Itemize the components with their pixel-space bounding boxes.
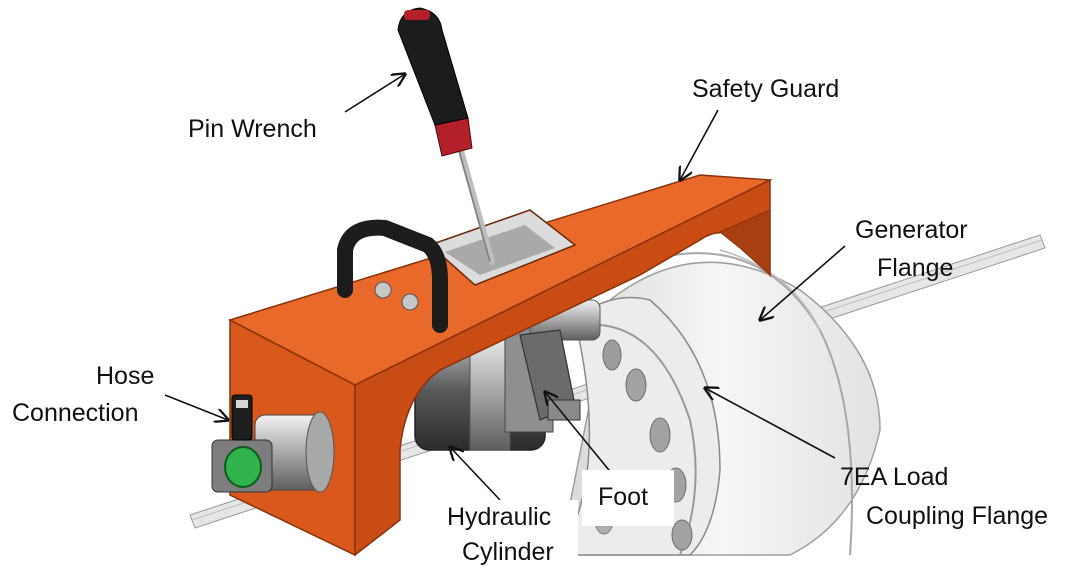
load-coupling-label-line2: Coupling Flange xyxy=(866,502,1048,530)
hydraulic-cylinder-label-line2: Cylinder xyxy=(462,538,554,566)
hose-connection-label-line2: Connection xyxy=(12,399,138,427)
generator-flange-arrow xyxy=(760,245,846,320)
cap-screw xyxy=(374,281,392,299)
generator-flange-label-line1: Generator xyxy=(855,216,968,244)
foot-label: Foot xyxy=(598,483,648,511)
hydraulic-cylinder-arrow xyxy=(450,447,501,501)
foot-label-box xyxy=(582,470,674,526)
load-coupling-flange-arrow xyxy=(705,388,836,459)
hose-connection-arrow xyxy=(164,394,228,420)
bolt-hole xyxy=(602,339,622,371)
carry-handle xyxy=(337,219,448,333)
load-coupling-label-line1: 7EA Load xyxy=(840,463,948,491)
safety-guard-arrow xyxy=(680,109,719,180)
pin-wrench-label: Pin Wrench xyxy=(188,115,317,143)
safety-guard-body xyxy=(228,174,773,557)
hydraulic-cylinder-label-line1: Hydraulic xyxy=(447,503,551,531)
safety-guard-label: Safety Guard xyxy=(692,75,839,103)
bolt-hole xyxy=(625,368,647,402)
foot-arrow xyxy=(545,392,614,476)
generator-flange-label-line2: Flange xyxy=(877,254,953,282)
bolt-hole xyxy=(649,417,671,453)
hydraulic-cylinder-label-box xyxy=(438,500,578,570)
hose-connection-body xyxy=(211,394,335,493)
hose-connection-label-line1: Hose xyxy=(96,362,154,390)
bolt-hole xyxy=(671,519,693,551)
pin-wrench-arrow xyxy=(344,74,405,113)
pin-wrench-body xyxy=(397,7,495,265)
cap-screw xyxy=(401,293,419,311)
